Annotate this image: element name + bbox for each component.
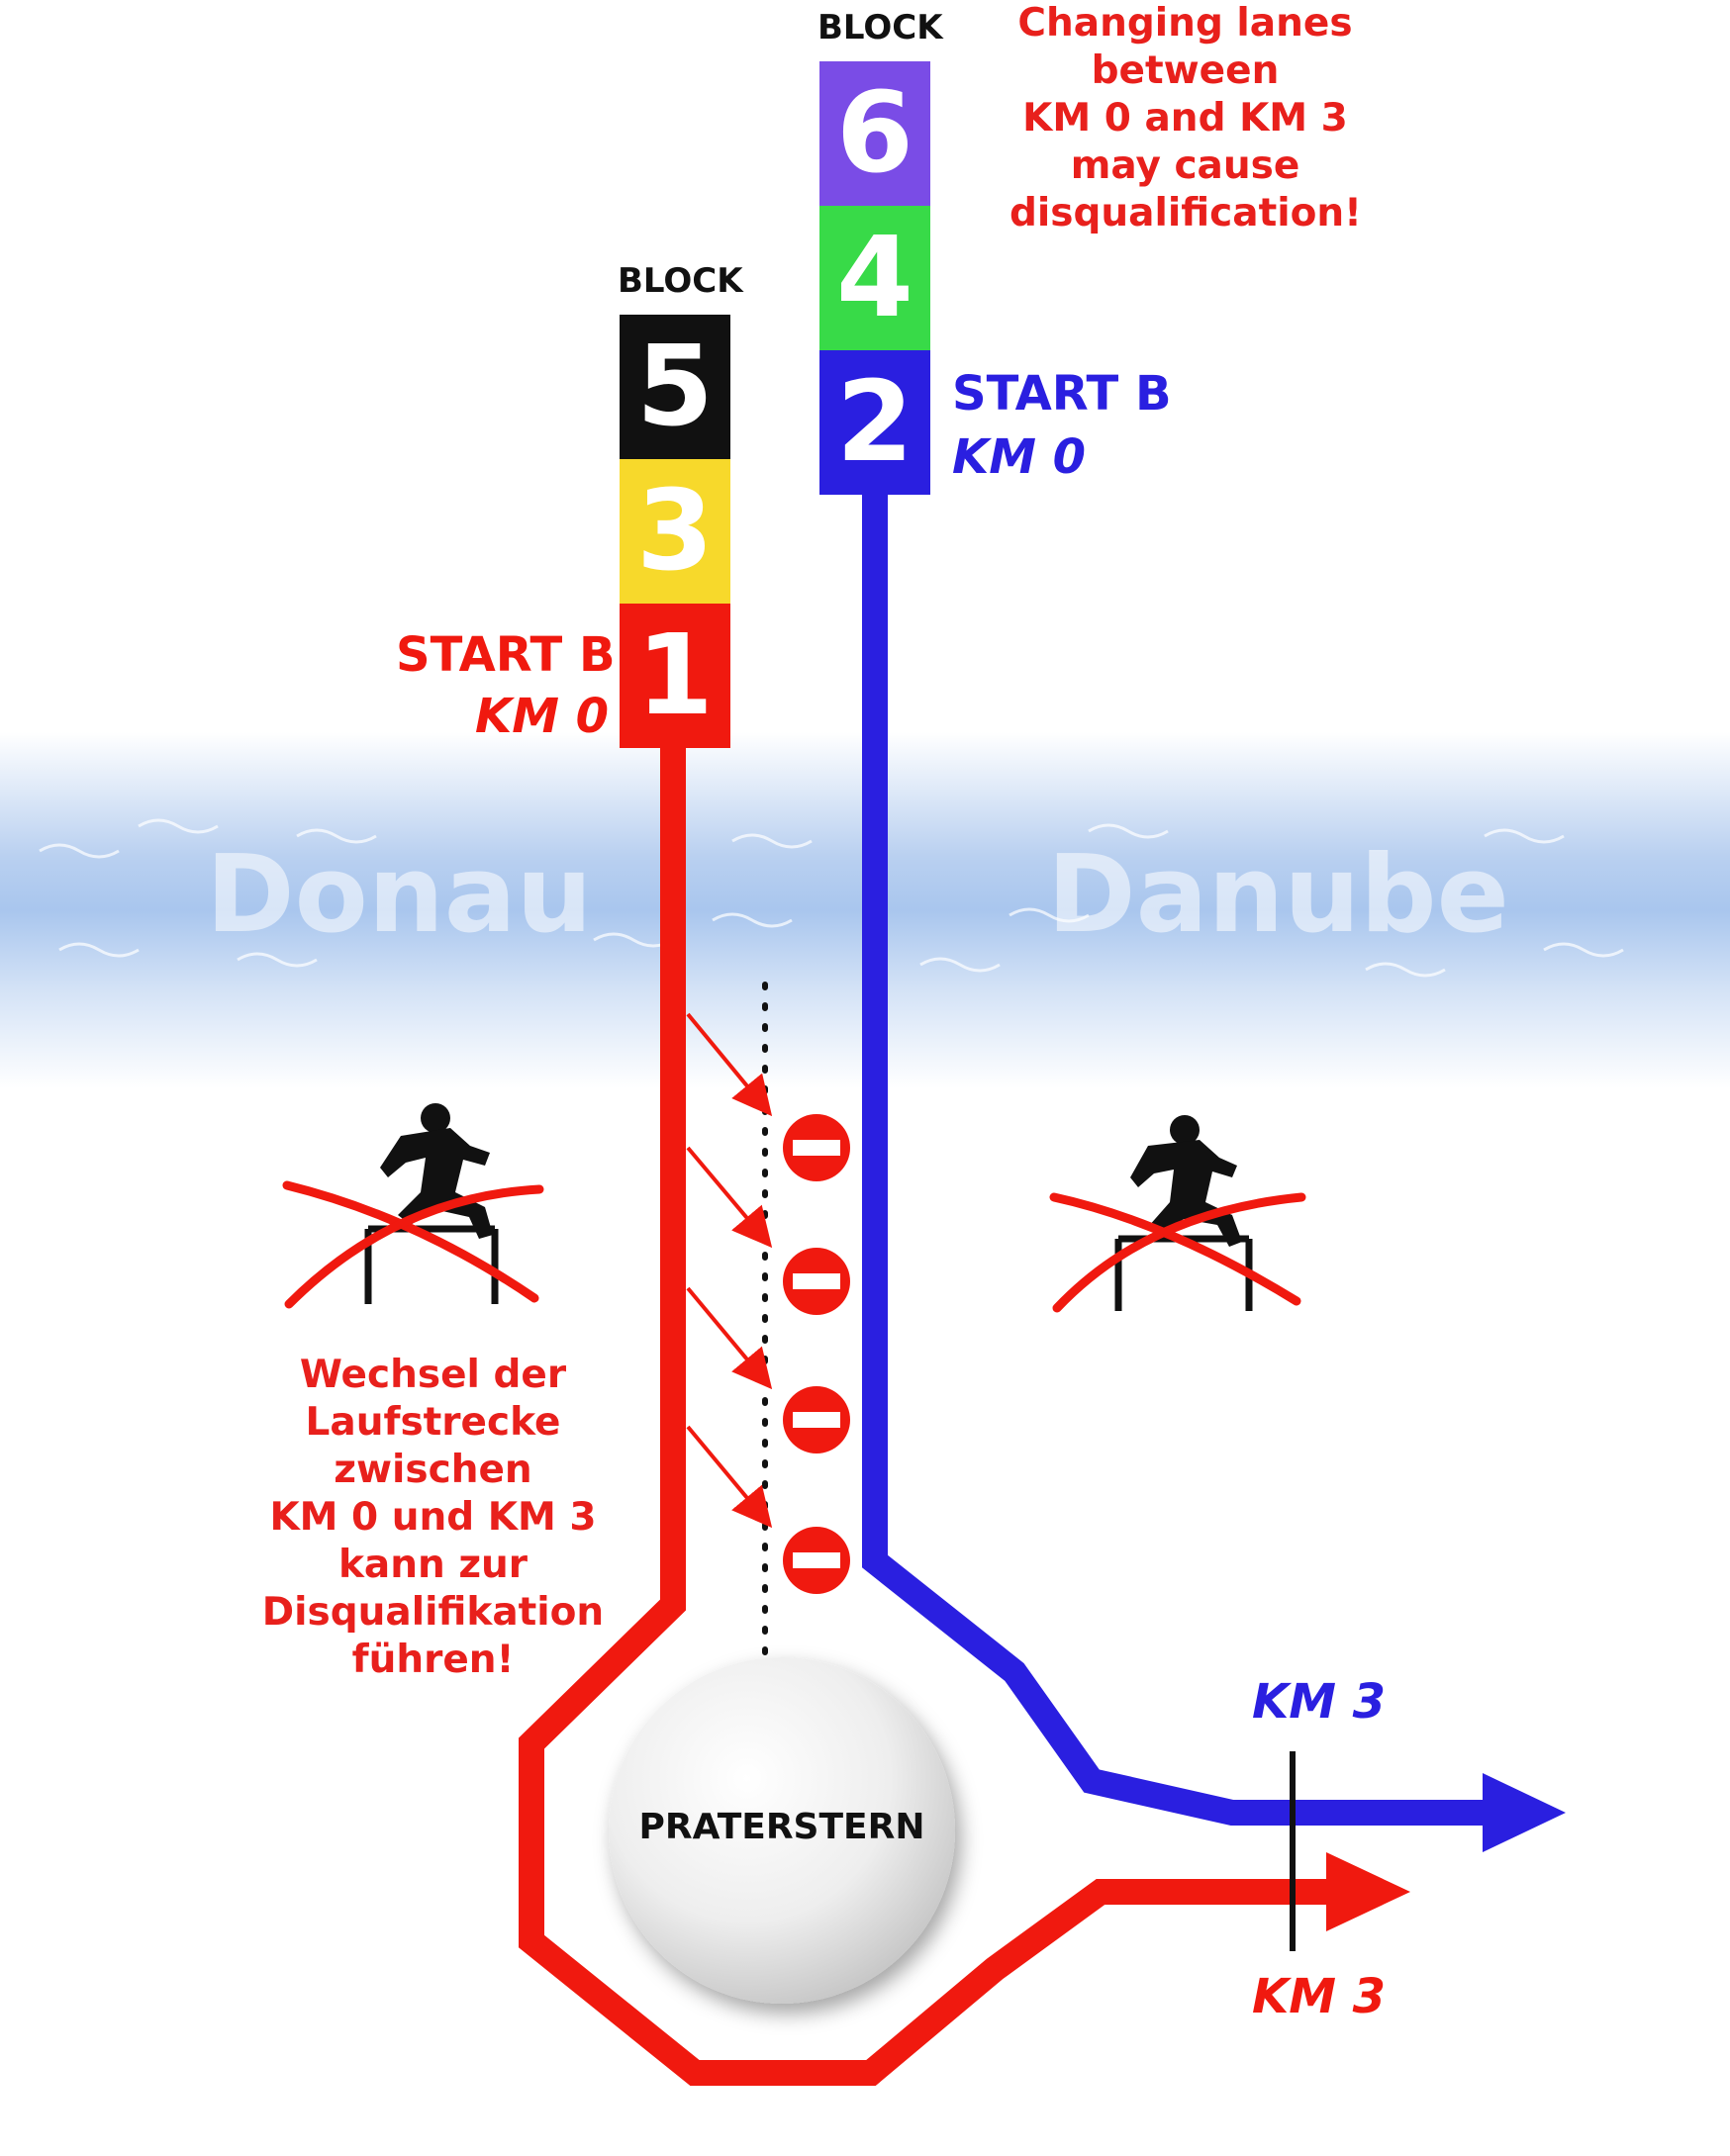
km3-label-blue: KM 3 — [1252, 1674, 1387, 1730]
left-block-label: BLOCK — [618, 261, 743, 301]
lane-crossing-arrows — [686, 1012, 773, 1529]
block-3: 3 — [620, 459, 730, 604]
warning-english: Changing lanes between KM 0 and KM 3 may… — [1009, 0, 1362, 237]
warning-line: Wechsel der — [299, 1353, 567, 1397]
no-entry-icon — [783, 1386, 850, 1453]
praterstern-label: PRATERSTERN — [638, 1807, 925, 1847]
blue-route-arrowhead — [1483, 1773, 1566, 1852]
no-entry-icon — [783, 1114, 850, 1181]
block-6: 6 — [819, 61, 930, 206]
right-start-title: START B — [952, 366, 1172, 422]
river-name-de: Donau — [206, 833, 593, 957]
warning-line: führen! — [351, 1638, 515, 1682]
warning-line: may cause — [1070, 143, 1300, 188]
warning-line: Changing lanes — [1017, 1, 1353, 46]
warning-line: between — [1091, 48, 1280, 93]
block-5: 5 — [620, 315, 730, 459]
left-start-title: START B — [396, 627, 616, 683]
red-route — [519, 747, 1336, 2086]
blue-route — [862, 490, 1494, 1826]
warning-line: KM 0 and KM 3 — [1022, 96, 1348, 141]
km3-label-red: KM 3 — [1252, 1969, 1387, 2024]
warning-line: KM 0 und KM 3 — [269, 1495, 597, 1540]
river-waves — [39, 818, 1624, 978]
river-name-en: Danube — [1047, 833, 1509, 957]
warning-line: disqualification! — [1009, 191, 1362, 235]
no-hurdle-jumping-icon — [282, 1103, 544, 1309]
no-entry-icon — [783, 1248, 850, 1315]
left-start-km: KM 0 — [475, 689, 610, 744]
right-start-km: KM 0 — [952, 429, 1087, 485]
warning-line: kann zur — [337, 1543, 529, 1587]
no-hurdle-jumping-icon — [1049, 1115, 1306, 1313]
warning-line: Disqualifikation — [261, 1590, 605, 1635]
right-block-label: BLOCK — [817, 8, 943, 47]
warning-german: Wechsel der Laufstrecke zwischen KM 0 un… — [223, 1352, 643, 1684]
block-2: 2 — [819, 350, 930, 495]
block-1: 1 — [620, 604, 730, 748]
red-route-arrowhead — [1326, 1852, 1410, 1931]
warning-line: Laufstrecke zwischen — [305, 1400, 561, 1492]
block-4: 4 — [819, 206, 930, 350]
no-entry-icon — [783, 1527, 850, 1594]
praterstern-roundabout — [609, 1657, 955, 2004]
